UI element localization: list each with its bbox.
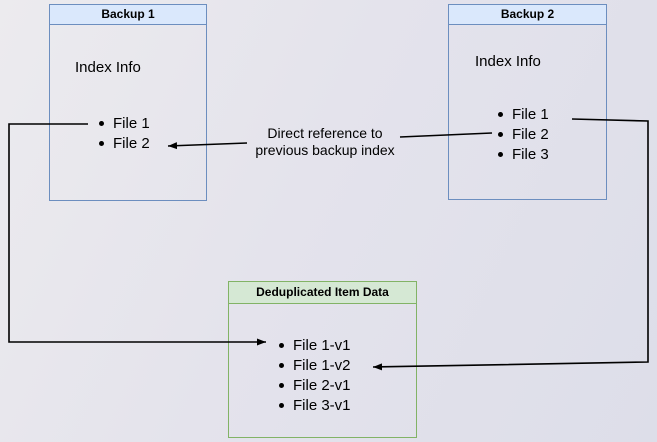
direct-reference-label-line1: Direct reference to	[267, 125, 383, 141]
backup-1-file-list: File 1 File 2	[99, 114, 150, 154]
node-backup-1-title: Backup 1	[50, 5, 206, 25]
backup-2-file-list: File 1 File 2 File 3	[498, 105, 549, 165]
list-item: File 1-v2	[279, 356, 351, 376]
list-item: File 1	[498, 105, 549, 125]
backup-1-subtitle: Index Info	[75, 59, 141, 76]
list-item: File 3-v1	[279, 396, 351, 416]
backup-2-subtitle: Index Info	[475, 53, 541, 70]
list-item: File 2	[99, 134, 150, 154]
node-backup-2-title: Backup 2	[449, 5, 606, 25]
node-backup-2: Backup 2	[448, 4, 607, 200]
node-deduplicated-item-data: Deduplicated Item Data	[228, 281, 417, 438]
direct-reference-label-line2: previous backup index	[255, 142, 395, 158]
node-backup-1: Backup 1	[49, 4, 207, 201]
list-item: File 1-v1	[279, 336, 351, 356]
list-item: File 3	[498, 145, 549, 165]
node-dedup-title: Deduplicated Item Data	[229, 282, 416, 304]
list-item: File 2	[498, 125, 549, 145]
list-item: File 2-v1	[279, 376, 351, 396]
dedup-file-list: File 1-v1 File 1-v2 File 2-v1 File 3-v1	[279, 336, 351, 416]
direct-reference-label: Direct reference to previous backup inde…	[240, 125, 410, 159]
list-item: File 1	[99, 114, 150, 134]
